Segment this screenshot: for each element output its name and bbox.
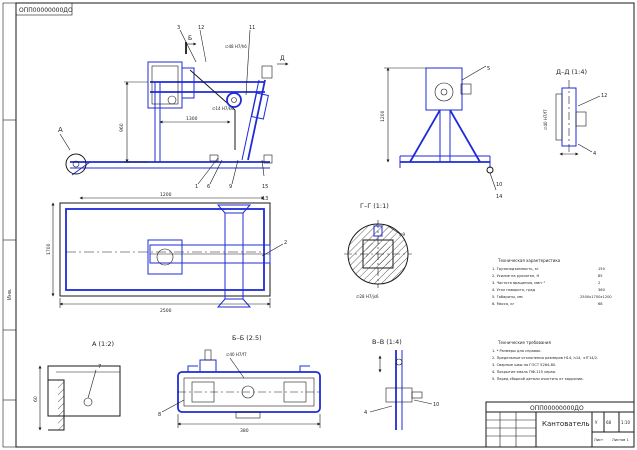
spec-value: 2500х1700х1200 xyxy=(580,295,612,299)
stamp-scale: 1:10 xyxy=(621,420,630,425)
section-vv xyxy=(369,350,433,430)
balloon-3: 3 xyxy=(177,25,180,31)
detail-a xyxy=(38,365,121,431)
balloon-6: 6 xyxy=(207,184,210,190)
side-view xyxy=(59,29,289,185)
dim-side-reach: 1300 xyxy=(186,116,198,122)
fit-dd: ∅40 H7/f7 xyxy=(543,109,548,130)
fit-bb: ∅40 H7/f7 xyxy=(226,352,247,357)
view-mark-d: Д xyxy=(280,55,285,62)
balloon-dd-12: 12 xyxy=(601,93,607,99)
balloon-2: 2 xyxy=(284,240,287,246)
spec-title: Техническая характеристика xyxy=(497,258,561,263)
front-view xyxy=(384,65,497,191)
spec-item: 2. Усилие на рукоятке, Н xyxy=(492,274,539,278)
view-mark-a: А xyxy=(58,126,63,134)
balloon-vv-4: 4 xyxy=(364,410,367,416)
plan-view xyxy=(51,196,284,308)
balloon-15: 15 xyxy=(262,184,268,190)
section-bb xyxy=(161,349,321,428)
dim-bb-length: 380 xyxy=(240,428,249,434)
spec-value: 150 xyxy=(598,267,606,271)
spec-value: 68 xyxy=(598,302,603,306)
dim-stand-height: 1200 xyxy=(380,110,386,122)
stamp-sheets: Листов 1 xyxy=(612,438,629,442)
balloon-vv-10: 10 xyxy=(433,402,439,408)
balloon-a-7: 7 xyxy=(98,364,101,370)
notes-title: Технические требования xyxy=(497,340,552,345)
balloon-13: 13 xyxy=(262,196,268,202)
fit-side-small: ∅14 H7/k6 xyxy=(212,106,234,111)
view-title-a: А (1:2) xyxy=(92,340,114,348)
top-code-text: ОПП00000000ДО xyxy=(19,7,73,14)
view-title-vv: В–В (1:4) xyxy=(372,338,402,346)
note-item: 3. Сварные швы по ГОСТ 5264-80. xyxy=(492,363,556,367)
view-title-gg: Г–Г (1:1) xyxy=(360,202,389,210)
dim-plan-length: 2500 xyxy=(160,308,172,314)
section-dd xyxy=(555,80,601,156)
dim-side-height: 960 xyxy=(119,123,125,132)
stamp-sheet: Лист xyxy=(594,438,603,442)
balloon-14: 14 xyxy=(496,194,502,200)
spec-item: 5. Габариты, мм xyxy=(492,295,523,299)
dim-plan-width: 1700 xyxy=(46,243,52,255)
dim-a-height: 60 xyxy=(33,396,39,402)
note-item: 2. Предельные отклонения размеров H14, h… xyxy=(492,356,598,360)
balloon-9: 9 xyxy=(229,184,232,190)
spec-item: 3. Частота вращения, мин⁻¹ xyxy=(492,281,546,285)
balloon-11: 11 xyxy=(249,25,255,31)
fit-gg-bore: ∅28 H7/js6 xyxy=(356,294,379,299)
note-item: 4. Покрытие эмаль ПФ-115 серая. xyxy=(492,370,556,374)
note-item: 1. * Размеры для справок. xyxy=(492,349,542,353)
spec-item: 4. Угол поворота, град xyxy=(492,288,536,292)
note-item: 5. Перед сборкой детали очистить от корр… xyxy=(492,377,584,381)
spec-item: 6. Масса, кг xyxy=(492,302,514,306)
balloon-10: 10 xyxy=(496,182,502,188)
section-mark-b: Б xyxy=(188,35,192,42)
balloon-5: 5 xyxy=(487,66,490,72)
spec-item: 1. Грузоподъемность, кг xyxy=(492,267,539,271)
top-code-box xyxy=(15,2,73,16)
fit-side-bore: ∅48 H7/h6 xyxy=(225,44,247,49)
balloon-dd-4: 4 xyxy=(593,151,596,157)
title-block xyxy=(485,401,635,448)
spec-value: 2 xyxy=(598,281,600,285)
spec-list: 1. Грузоподъемность, кг 2. Усилие на рук… xyxy=(492,267,612,306)
section-gg xyxy=(344,220,412,288)
wheel-circle xyxy=(65,153,87,175)
balloon-1: 1 xyxy=(195,184,198,190)
view-title-dd: Д–Д (1:4) xyxy=(556,68,587,76)
view-title-bb: Б–Б (2.5) xyxy=(232,334,262,342)
spec-value: 360 xyxy=(598,288,606,292)
balloon-12: 12 xyxy=(198,25,204,31)
dim-plan-inner: 1200 xyxy=(160,192,172,198)
balloon-bb-8: 8 xyxy=(158,412,161,418)
dim-gg-small: ∅9 xyxy=(399,232,405,237)
front-gearbox xyxy=(425,67,463,111)
stamp-title: Кантователь xyxy=(542,420,590,428)
side-strip-label: Инв. xyxy=(7,288,13,300)
notes-list: 1. * Размеры для справок. 2. Предельные … xyxy=(492,349,598,381)
gearbox-housing xyxy=(147,61,183,109)
spec-value: 85 xyxy=(598,274,603,278)
stamp-lit: У xyxy=(595,420,598,425)
stamp-mass: 68 xyxy=(606,420,612,425)
stamp-code: ОПП00000000ДО xyxy=(530,405,584,412)
